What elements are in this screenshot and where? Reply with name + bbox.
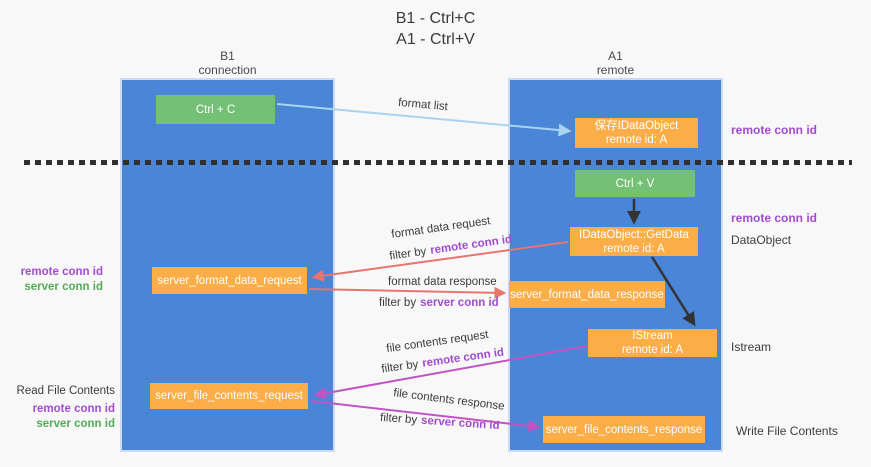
annotation-dataobject: DataObject xyxy=(731,233,792,247)
lane-b1-role: connection xyxy=(198,63,257,77)
node-istream-line1: IStream xyxy=(632,330,673,342)
node-server-format-data-response-label: server_format_data_response xyxy=(510,288,664,301)
node-istream: IStream remote id: A xyxy=(588,329,717,357)
node-ctrl-v-label: Ctrl + V xyxy=(615,177,655,190)
annotation-write-file-contents: Write File Contents xyxy=(736,424,838,438)
annotation-remote-conn-id-left: remote conn id xyxy=(20,266,103,278)
filter-by-text: filter by xyxy=(379,297,417,309)
arrow-file-contents-request xyxy=(313,345,588,400)
annotation-remote-conn-id-2: remote conn id xyxy=(731,211,818,225)
filter-by-text: filter by xyxy=(379,411,418,427)
arrow-format-data-response xyxy=(308,286,507,299)
title-line-2: A1 - Ctrl+V xyxy=(396,31,475,48)
lane-b1-name: B1 xyxy=(220,49,235,63)
node-save-idataobject-line1: 保存IDataObject xyxy=(594,120,679,132)
node-save-idataobject: 保存IDataObject remote id: A xyxy=(575,118,698,148)
node-istream-line2: remote id: A xyxy=(621,344,684,356)
node-ctrl-v: Ctrl + V xyxy=(575,170,695,197)
arrow-format-data-request xyxy=(311,241,569,282)
annotation-remote-conn-id-left-2: remote conn id xyxy=(32,403,115,415)
lane-a1-role: remote xyxy=(596,63,635,77)
lane-a1-name: A1 xyxy=(608,49,623,63)
annotation-server-conn-id-left-2: server conn id xyxy=(36,418,115,430)
arrow-file-contents-response xyxy=(310,400,541,432)
edge-label-format-data-response: format data response xyxy=(388,276,497,288)
arrow-getdata-to-istream xyxy=(650,256,696,327)
server-conn-id-text: server conn id xyxy=(420,297,499,309)
node-ctrl-c-label: Ctrl + C xyxy=(195,103,236,116)
annotation-read-file-contents-group: Read File Contents remote conn id server… xyxy=(10,384,115,432)
annotation-conn-ids-format: remote conn id server conn id xyxy=(10,265,103,295)
node-ctrl-c: Ctrl + C xyxy=(156,95,275,124)
node-save-idataobject-line2: remote id: A xyxy=(605,134,668,146)
node-idataobject-getdata-line2: remote id: A xyxy=(603,242,665,255)
node-server-format-data-request: server_format_data_request xyxy=(152,267,307,294)
node-server-file-contents-response-label: server_file_contents_response xyxy=(545,423,703,436)
phase-separator-dashed-line xyxy=(24,160,852,165)
node-idataobject-getdata: IDataObject::GetData remote id: A xyxy=(570,227,698,256)
node-server-file-contents-request-label: server_file_contents_request xyxy=(155,390,303,402)
annotation-read-file-contents: Read File Contents xyxy=(16,385,115,397)
node-idataobject-getdata-line1: IDataObject::GetData xyxy=(579,228,689,241)
title-line-1: B1 - Ctrl+C xyxy=(395,10,476,27)
lane-header-b1: B1 connection xyxy=(120,49,335,77)
node-server-format-data-response: server_format_data_response xyxy=(509,281,665,308)
node-server-file-contents-response: server_file_contents_response xyxy=(543,416,705,443)
lane-header-a1: A1 remote xyxy=(508,49,723,77)
annotation-remote-conn-id-1: remote conn id xyxy=(731,123,818,137)
annotation-istream: Istream xyxy=(731,340,772,354)
arrow-format-list xyxy=(276,103,572,137)
diagram-title: B1 - Ctrl+C A1 - Ctrl+V xyxy=(0,8,871,50)
annotation-server-conn-id-left: server conn id xyxy=(24,281,103,293)
node-server-file-contents-request: server_file_contents_request xyxy=(150,383,308,409)
node-server-format-data-request-label: server_format_data_request xyxy=(157,274,302,287)
